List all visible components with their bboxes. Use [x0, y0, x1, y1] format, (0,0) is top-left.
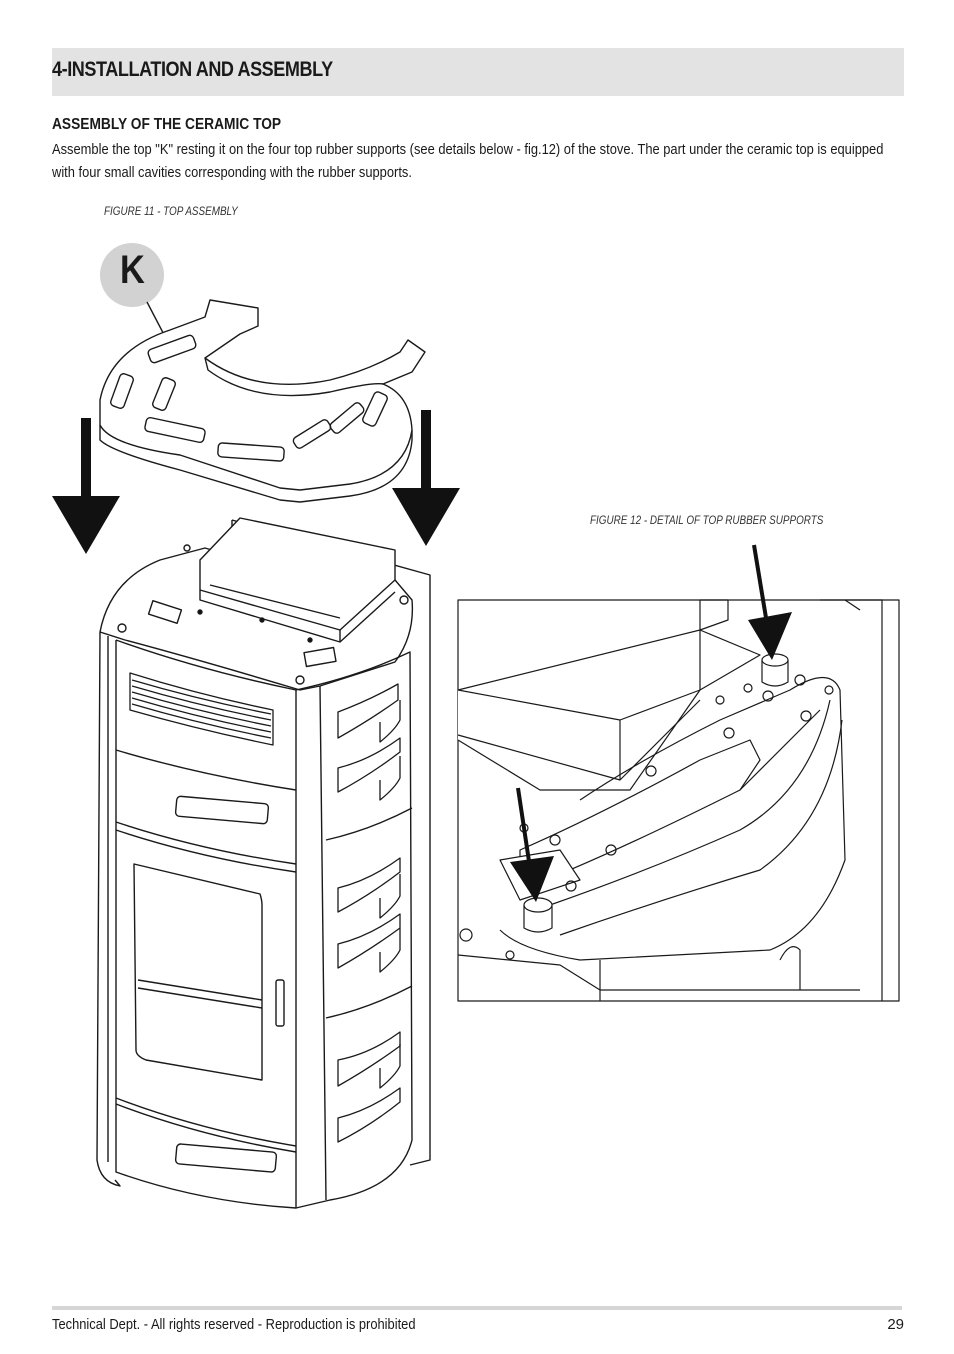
- figure-12-caption: FIGURE 12 - DETAIL OF TOP RUBBER SUPPORT…: [590, 515, 824, 527]
- section-header: 4-INSTALLATION AND ASSEMBLY: [52, 48, 904, 96]
- part-label-circle: [100, 243, 164, 307]
- footer-copyright: Technical Dept. - All rights reserved - …: [52, 1316, 416, 1333]
- footer-rule: [52, 1306, 902, 1310]
- subsection-title: ASSEMBLY OF THE CERAMIC TOP: [52, 116, 282, 133]
- body-paragraph: Assemble the top "K" resting it on the f…: [52, 141, 884, 181]
- part-label-k: K: [119, 248, 145, 292]
- page-number: 29: [887, 1316, 904, 1333]
- ceramic-top-k: [99, 299, 426, 503]
- section-title: 4-INSTALLATION AND ASSEMBLY: [52, 58, 333, 81]
- pellet-stove: [96, 517, 431, 1209]
- rubber-support-icons: [523, 653, 789, 933]
- figure-11-caption: FIGURE 11 - TOP ASSEMBLY: [104, 206, 238, 218]
- down-arrow-icons: [52, 410, 460, 554]
- figure-12-illustration: [457, 544, 900, 1002]
- pointer-arrow-icons: [510, 544, 792, 902]
